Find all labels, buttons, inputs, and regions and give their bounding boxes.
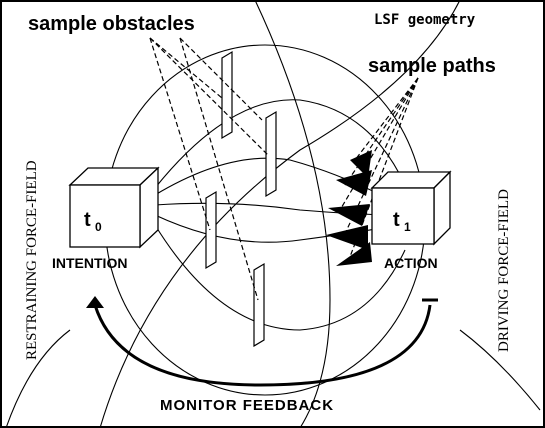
field-curve-right (254, 0, 331, 428)
obstacle-3 (205, 190, 217, 270)
sample-paths-label: sample paths (368, 55, 496, 77)
t1-box (370, 170, 452, 246)
path-pointer-lines (339, 77, 419, 263)
arrowhead-4 (326, 225, 368, 250)
field-curve-corner-left (5, 329, 71, 428)
sample-obstacles-label: sample obstacles (28, 13, 195, 35)
field-curve-corner-right (459, 329, 541, 411)
t1-label-base: t (393, 209, 400, 231)
t0-box (68, 166, 160, 249)
sample-path-5 (154, 224, 406, 331)
arrowhead-5 (336, 242, 372, 266)
obstacle-1 (221, 50, 233, 140)
t0-label-base: t (84, 209, 91, 231)
intention-label: INTENTION (52, 255, 127, 271)
monitor-feedback-arc (93, 304, 432, 387)
path-arrowheads (326, 150, 372, 266)
obstacle-pointer-lines (149, 37, 269, 301)
arrowhead-2 (336, 170, 372, 196)
t1-label-sub: 1 (404, 220, 411, 234)
obstacle-2 (265, 110, 277, 198)
driving-force-field-label: DRIVING FORCE-FIELD (496, 189, 512, 352)
action-label: ACTION (384, 255, 438, 271)
feedback-arrowhead (86, 296, 104, 308)
field-curve-left (99, 0, 461, 428)
sample-path-4 (154, 214, 401, 243)
obstacle-4 (253, 262, 265, 348)
arrowhead-3 (328, 204, 370, 226)
restraining-force-field-label: RESTRAINING FORCE-FIELD (24, 160, 40, 360)
monitor-feedback-label: MONITOR FEEDBACK (160, 397, 334, 414)
sample-path-3 (154, 202, 401, 216)
t0-label-sub: 0 (95, 220, 102, 234)
arrowhead-1 (350, 150, 372, 178)
lsf-geometry-label: LSF geometry (374, 12, 476, 28)
